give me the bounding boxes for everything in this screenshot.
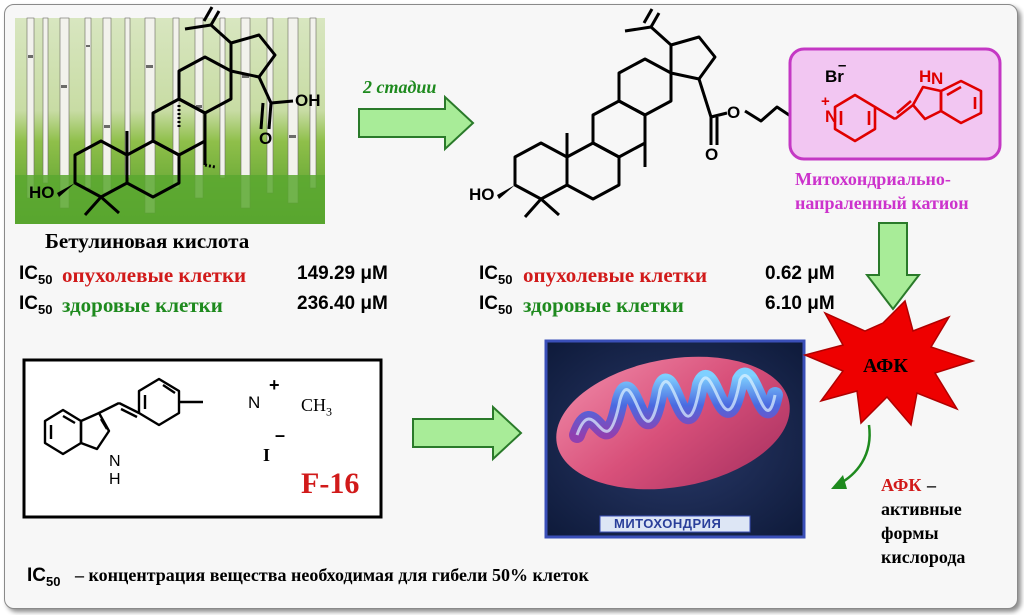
betulinic-acid-structure [73,6,294,216]
f16-nh-h: H [109,471,121,488]
f16-name: F-16 [301,467,360,500]
ros-burst-icon [802,299,976,427]
ba-tumor-value: 149.29 μM [297,263,388,284]
f16-structure [43,377,203,456]
f16-plus: + [269,375,280,395]
mito-label: МИТОХОНДРИЯ [614,516,722,531]
conj-healthy-label: здоровые клетки [523,293,684,317]
figure-panel: HO OH O HO O O Br – N + H N 2 стадии Бет… [4,4,1018,609]
f16-n-plus-atom: N [248,393,261,412]
label-o-ester: O [727,103,741,122]
label-br: Br [825,67,844,86]
cation-structure [833,79,983,143]
label-o-acid: O [259,129,273,148]
label-n-plus: + [821,93,830,110]
ba-healthy-label: здоровые клетки [62,293,223,317]
conj-tumor-label: опухолевые клетки [523,263,708,287]
label-ho-left: HO [29,183,55,202]
ros-legend-line2: формы [881,523,939,543]
ros-legend-line1: активные [881,499,962,519]
conj-healthy-value: 6.10 μM [765,293,835,314]
mitochondrion-image [544,339,806,539]
ros-burst-label: АФК [863,355,908,377]
reaction-scheme [22,6,1002,539]
conj-tumor-value: 0.62 μM [765,263,835,284]
ic50-label-4: IC50 [479,293,513,317]
f16-nh-n: N [109,453,121,470]
footnote-text: – концентрация вещества необходимая для … [75,565,589,585]
steps-label: 2 стадии [363,77,437,97]
label-ho-right: HO [469,185,495,204]
cation-caption-line2: напраленный катион [795,193,969,213]
conjugate-structure [513,8,828,218]
label-n-pyridinium: N [825,107,838,126]
f16-methyl: CH3 [301,395,333,419]
ros-legend-dash: – [927,475,936,495]
ic50-label-3: IC50 [479,263,513,287]
ic50-label-2: IC50 [19,293,53,317]
betulinic-acid-name: Бетулиновая кислота [45,229,250,253]
process-arrow-icon [358,94,922,462]
footnote-ic50: IC50 [27,565,61,589]
f16-box [22,358,383,519]
label-n-indole: N [931,69,944,88]
ic50-label-1: IC50 [19,263,53,287]
label-h-indole: H [919,67,932,86]
ros-legend-abbr: АФК [881,475,922,495]
f16-iodide: I [263,445,271,465]
ros-legend-line3: кислорода [881,547,966,567]
label-o-carbonyl: O [705,145,719,164]
cation-caption-line1: Митохондриально- [795,169,951,189]
ba-healthy-value: 236.40 μM [297,293,388,314]
f16-minus: – [275,425,286,445]
ba-tumor-label: опухолевые клетки [62,263,247,287]
label-br-minus: – [838,57,847,74]
label-oh-acid: OH [295,91,321,110]
cation-box [788,47,1002,161]
